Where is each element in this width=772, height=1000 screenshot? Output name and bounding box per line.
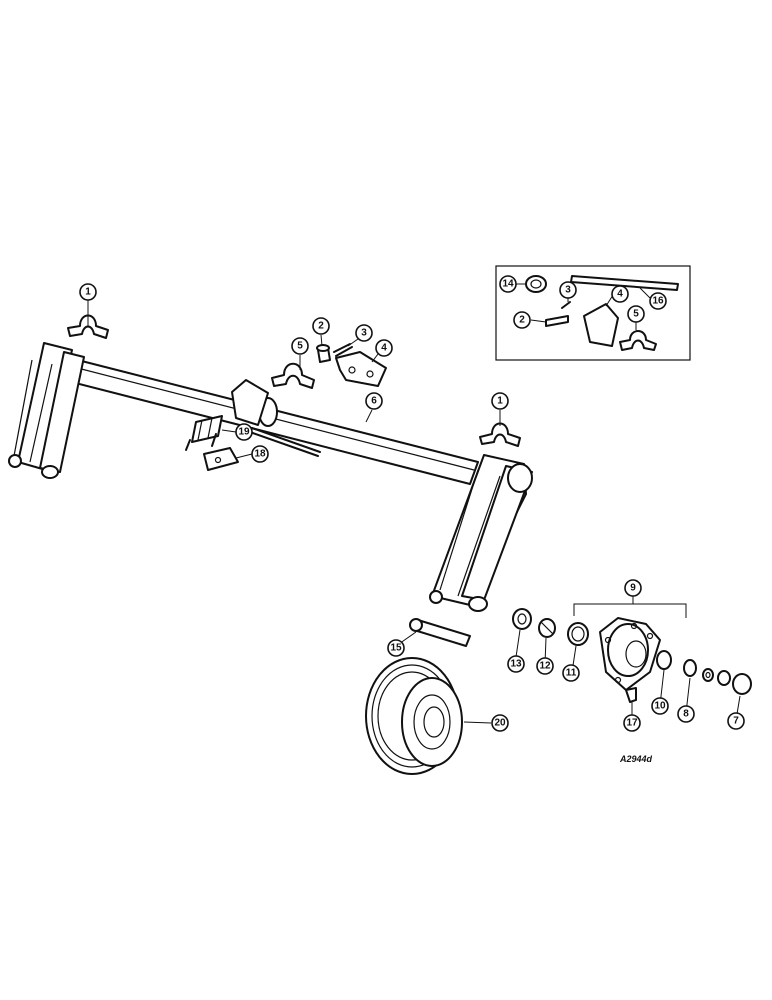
svg-text:5: 5 <box>633 309 639 320</box>
callout-7: 7 <box>727 712 745 730</box>
callout-12: 12 <box>536 657 554 675</box>
svg-text:2: 2 <box>519 315 525 326</box>
svg-text:16: 16 <box>652 296 664 307</box>
callout-5: 5 <box>627 305 645 323</box>
callout-1: 1 <box>491 392 509 410</box>
pin-2 <box>316 344 331 363</box>
callout-8: 8 <box>677 705 695 723</box>
svg-text:20: 20 <box>494 718 506 729</box>
svg-text:10: 10 <box>654 701 666 712</box>
u-clamp-left <box>67 314 109 339</box>
callout-2: 2 <box>312 317 330 335</box>
callout-4: 4 <box>611 285 629 303</box>
callout-1: 1 <box>79 283 97 301</box>
svg-text:3: 3 <box>361 328 367 339</box>
hub-assembly <box>512 608 752 703</box>
callout-15: 15 <box>387 639 405 657</box>
right-arm <box>429 454 533 612</box>
u-clamp-right <box>479 422 521 447</box>
svg-text:12: 12 <box>539 661 551 672</box>
svg-text:4: 4 <box>617 289 623 300</box>
svg-text:17: 17 <box>626 718 638 729</box>
callout-9: 9 <box>624 579 642 597</box>
svg-text:6: 6 <box>371 396 377 407</box>
svg-text:8: 8 <box>683 709 689 720</box>
callout-6: 6 <box>365 392 383 410</box>
callout-5: 5 <box>291 337 309 355</box>
svg-text:3: 3 <box>565 285 571 296</box>
svg-text:1: 1 <box>497 396 503 407</box>
callout-4: 4 <box>375 339 393 357</box>
callout-16: 16 <box>649 292 667 310</box>
callout-18: 18 <box>251 445 269 463</box>
svg-text:19: 19 <box>238 427 250 438</box>
svg-text:15: 15 <box>390 643 402 654</box>
wheel-rim <box>365 657 463 775</box>
svg-text:14: 14 <box>502 279 514 290</box>
callout-14: 14 <box>499 275 517 293</box>
plate-4 <box>335 351 387 387</box>
svg-text:11: 11 <box>566 668 577 679</box>
center-mount-plate <box>231 379 321 457</box>
svg-text:4: 4 <box>381 343 387 354</box>
callout-19: 19 <box>235 423 253 441</box>
svg-text:9: 9 <box>630 583 636 594</box>
reference-code: A2944d <box>619 754 653 764</box>
svg-text:18: 18 <box>254 449 266 460</box>
svg-text:2: 2 <box>318 321 324 332</box>
callouts: 1 1 5 2 3 4 6 19 <box>79 275 745 732</box>
cotter-pin-3 <box>333 343 353 357</box>
u-clamp-center <box>271 362 315 389</box>
svg-text:1: 1 <box>85 287 91 298</box>
bracket-18 <box>203 447 239 471</box>
callout-2: 2 <box>513 311 531 329</box>
spindle-15 <box>409 618 471 647</box>
svg-text:13: 13 <box>510 659 522 670</box>
callout-13: 13 <box>507 655 525 673</box>
svg-text:7: 7 <box>733 716 739 727</box>
callout-10: 10 <box>651 697 669 715</box>
hinge-19 <box>185 415 223 451</box>
axle-tube <box>51 353 479 485</box>
callout-17: 17 <box>623 714 641 732</box>
callout-11: 11 <box>562 664 580 682</box>
callout-20: 20 <box>491 714 509 732</box>
inset-detail-box <box>495 265 691 361</box>
left-arm <box>8 342 85 479</box>
callout-3: 3 <box>355 324 373 342</box>
svg-text:5: 5 <box>297 341 303 352</box>
callout-3: 3 <box>559 281 577 299</box>
